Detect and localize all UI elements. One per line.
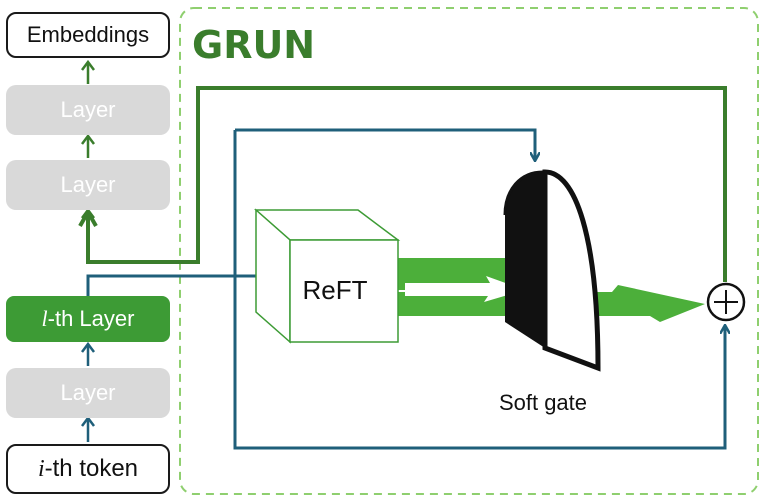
token-symbol: i — [37, 455, 45, 482]
layer-box-3: Layer — [6, 160, 170, 210]
blue-loop-path — [235, 128, 535, 160]
embeddings-label: Embeddings — [26, 22, 150, 47]
lth-layer-box: l-th Layer — [6, 296, 170, 342]
soft-gate-rim — [503, 170, 544, 216]
soft-gate-back — [505, 172, 545, 348]
stack-arrows-blue — [81, 341, 95, 442]
layer-label: Layer — [60, 172, 116, 197]
embeddings-box: Embeddings — [6, 12, 170, 58]
blue-input-path — [86, 276, 272, 296]
white-inner-arrow — [405, 276, 525, 302]
layer-box-1: Layer — [6, 368, 170, 418]
soft-gate-label: Soft gate — [498, 390, 588, 415]
reft-cube — [254, 208, 401, 344]
lth-layer-label: -th Layer — [47, 306, 135, 331]
lth-layer-symbol: l — [41, 306, 48, 331]
grun-container — [179, 7, 759, 495]
grun-title: GRUN — [192, 23, 316, 67]
layer-label: Layer — [60, 97, 116, 122]
token-box: i-th token — [6, 444, 170, 494]
layer-label: Layer — [60, 380, 116, 405]
green-skip-path — [86, 86, 727, 282]
green-skip-arrowhead — [78, 207, 98, 227]
reft-label: ReFT — [302, 274, 368, 305]
blue-bottom-path — [233, 130, 725, 450]
token-label: -th token — [44, 455, 139, 482]
layer-box-4: Layer — [6, 85, 170, 135]
soft-gate-front — [542, 169, 601, 372]
